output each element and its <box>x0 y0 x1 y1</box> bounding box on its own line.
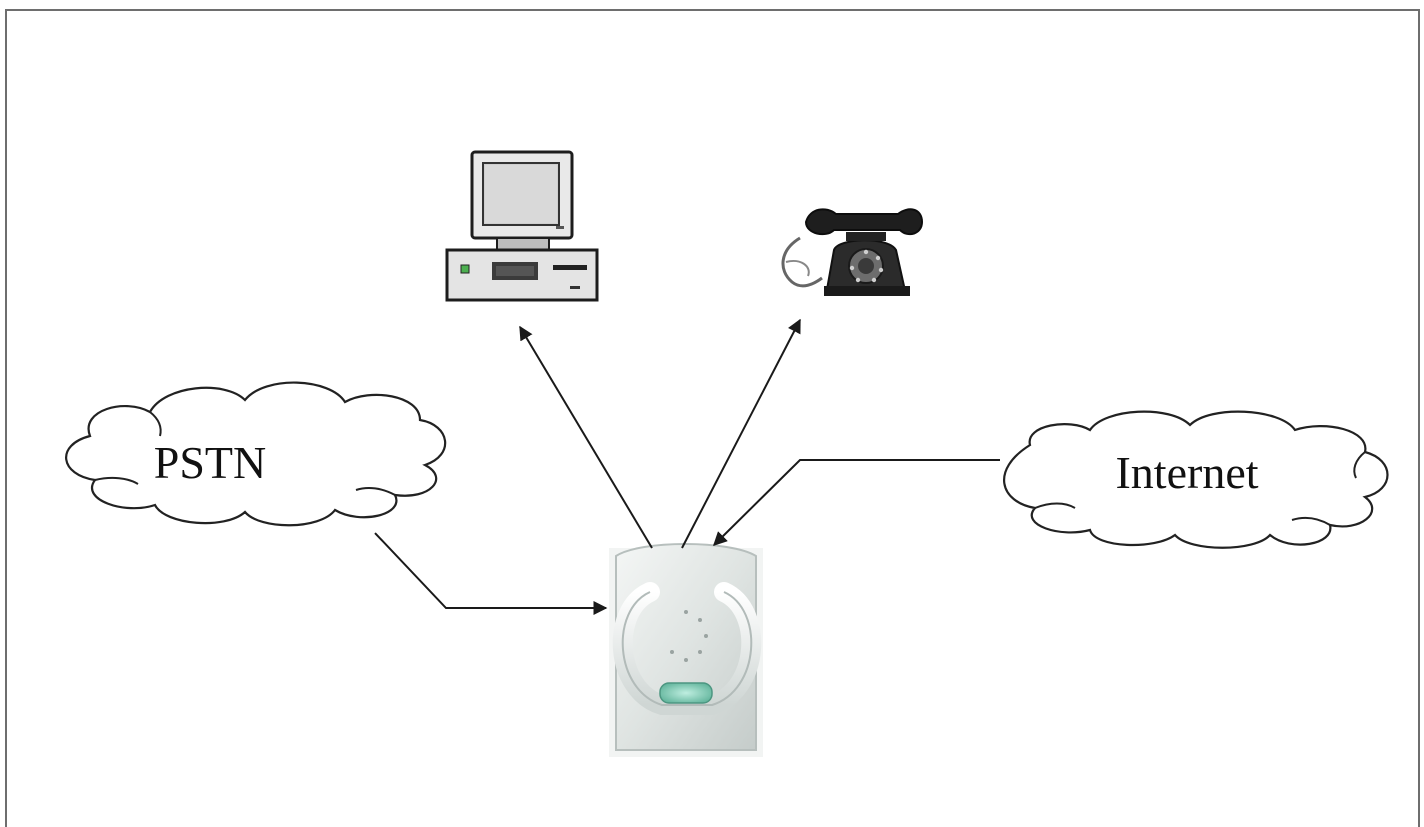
pstn-to-gateway-arrow <box>374 532 608 615</box>
pstn-cloud: PSTN <box>65 381 447 527</box>
pstn-label: PSTN <box>154 437 266 488</box>
voip-gateway-device-icon <box>609 543 763 757</box>
rotary-telephone-icon <box>781 208 924 296</box>
internet-label: Internet <box>1115 447 1258 498</box>
internet-to-gateway-arrow <box>713 459 1000 546</box>
gateway-to-computer-arrow <box>519 325 653 549</box>
internet-cloud: Internet <box>1003 410 1389 549</box>
gateway-to-telephone-arrow <box>681 318 801 549</box>
desktop-computer-icon <box>445 150 599 302</box>
